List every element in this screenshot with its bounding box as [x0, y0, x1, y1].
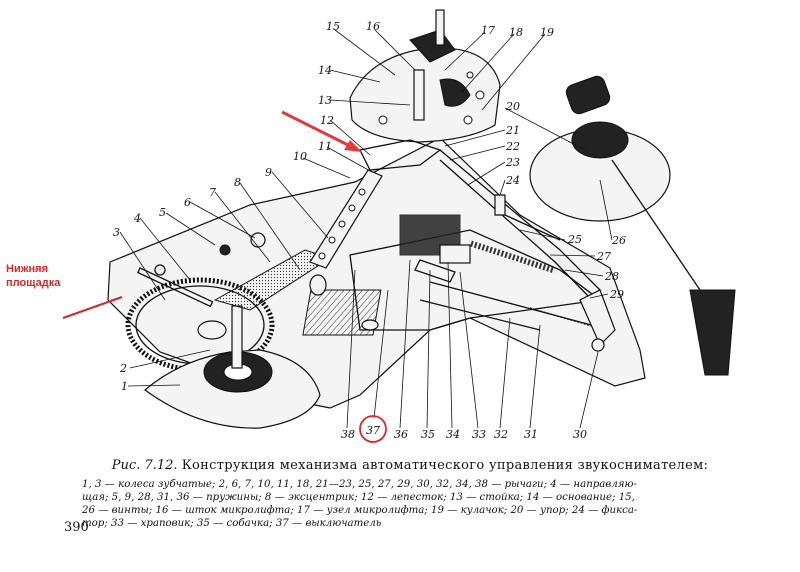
ratchet-33	[439, 244, 471, 264]
annotation-line-2: площадка	[6, 277, 61, 289]
shaft	[231, 305, 243, 369]
spring-5	[154, 264, 166, 276]
part-number-34: 34	[446, 428, 460, 441]
figure-title: Конструкция механизма автоматического уп…	[181, 458, 709, 473]
part-number-33: 33	[472, 428, 486, 441]
part-number-19: 19	[540, 26, 554, 39]
part-number-21: 21	[505, 124, 520, 137]
part-number-12: 12	[320, 114, 334, 127]
gear-hub	[197, 320, 227, 340]
legend-line-2: щая; 5, 9, 28, 31, 36 — пружины; 8 — экс…	[82, 492, 635, 503]
tonearm	[611, 159, 701, 291]
counterweight	[565, 75, 611, 115]
cam-19	[439, 78, 471, 107]
legend-line-3: 26 — винты; 16 — шток микролифта; 17 — у…	[82, 505, 638, 516]
legend-line-4: тор; 33 — храповик; 35 — собачка; 37 — в…	[82, 518, 382, 529]
pivot-30	[591, 338, 605, 352]
part-number-2: 2	[119, 362, 127, 375]
part-number-4: 4	[133, 212, 141, 225]
part-number-22: 22	[505, 140, 520, 153]
pawl-35	[414, 259, 456, 283]
lever-holes	[318, 188, 366, 260]
leader-lines	[119, 29, 613, 429]
part-number-labels: 1 2 3 4 5 6 7 8 9 10 11 12 13 14 15 16 1…	[113, 20, 626, 441]
rod-31	[429, 281, 611, 331]
part-number-32: 32	[494, 428, 508, 441]
red-arrow-upper-head	[344, 140, 362, 152]
part-number-8: 8	[234, 176, 241, 189]
highlight-circle	[359, 415, 387, 443]
rod-32	[419, 299, 541, 331]
part-number-38: 38	[341, 428, 355, 441]
part-number-9: 9	[265, 166, 272, 179]
part-number-14: 14	[318, 64, 332, 77]
switch-block-37	[302, 289, 382, 336]
part-number-35: 35	[421, 428, 435, 441]
switch-knob	[361, 319, 379, 331]
figure-caption: Рис. 7.12. Конструкция механизма автомат…	[80, 458, 740, 473]
legend-line-1: 1, 3 — колеса зубчатые; 2, 6, 7, 10, 11,…	[82, 479, 637, 490]
part-number-15: 15	[326, 20, 340, 33]
part-number-26: 26	[611, 234, 626, 247]
part-number-25: 25	[567, 233, 582, 246]
part-number-28: 28	[604, 270, 619, 283]
red-arrow-lower	[62, 296, 123, 319]
lower-platform-annotation: Нижняя площадка	[6, 262, 76, 290]
part-number-36: 36	[394, 428, 408, 441]
part-number-29: 29	[609, 288, 624, 301]
part-number-27: 27	[596, 250, 611, 263]
part-number-10: 10	[293, 150, 307, 163]
rod-upper	[439, 149, 601, 291]
part-number-30: 30	[573, 428, 587, 441]
part-number-16: 16	[366, 20, 380, 33]
spring-31	[529, 307, 606, 331]
base-holes	[378, 71, 485, 125]
figure-number: Рис. 7.12.	[111, 458, 178, 473]
part-number-11: 11	[318, 140, 332, 153]
part-number-5: 5	[159, 206, 166, 219]
part-number-37: 37	[366, 424, 380, 437]
part-number-31: 31	[524, 428, 538, 441]
part-number-20: 20	[505, 100, 520, 113]
part-number-24: 24	[505, 174, 520, 187]
part-number-7: 7	[209, 186, 216, 199]
post-13	[413, 69, 425, 121]
eccentric-8	[219, 244, 231, 256]
part-number-13: 13	[318, 94, 332, 107]
microlift-rod-16	[435, 9, 445, 46]
part-number-23: 23	[505, 156, 520, 169]
red-arrow-upper	[281, 110, 351, 148]
figure-legend: 1, 3 — колеса зубчатые; 2, 6, 7, 10, 11,…	[82, 478, 737, 530]
part-number-1: 1	[121, 380, 128, 393]
petal-12	[359, 139, 442, 171]
guide-4	[137, 267, 214, 308]
fixator-24	[494, 194, 506, 216]
rod-lower	[439, 159, 593, 301]
annotation-line-1: Нижняя	[6, 263, 48, 275]
lever-25	[504, 214, 561, 241]
upper-base-14	[349, 47, 501, 143]
spring-28	[468, 240, 556, 274]
lever-29	[579, 289, 616, 347]
page-number: 390	[64, 520, 89, 535]
part-number-17: 17	[481, 24, 495, 37]
part-number-18: 18	[509, 26, 523, 39]
part-number-3: 3	[113, 226, 120, 239]
arm-pivot	[571, 121, 629, 159]
screw-post	[309, 274, 327, 296]
part-number-6: 6	[184, 196, 191, 209]
headshell	[689, 289, 736, 376]
